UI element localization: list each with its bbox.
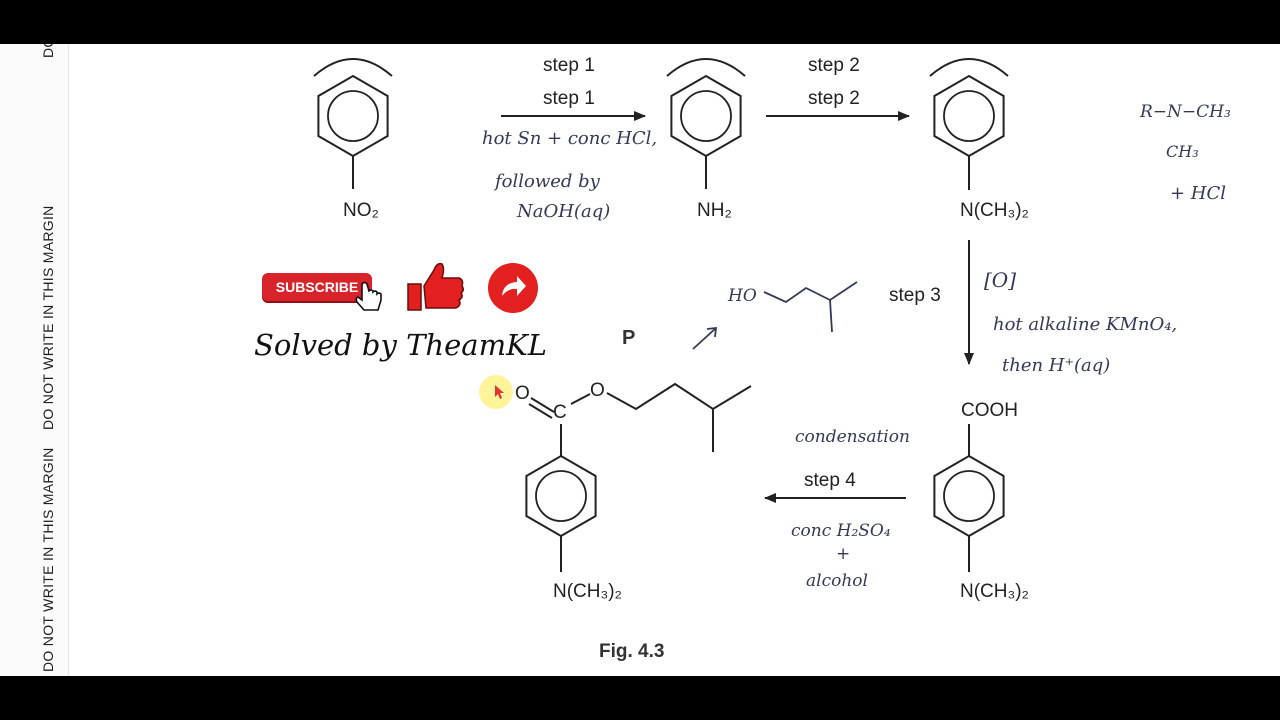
cursor-highlight <box>479 375 513 409</box>
step4-reagent-line1: conc H₂SO₄ <box>791 521 891 541</box>
side-note-bottom: + HCl <box>1170 183 1226 204</box>
reaction-scheme: NO₂ NH₂ N(CH₃)₂ COOH N(CH₃)₂ O <box>313 55 1231 662</box>
step1-label-bottom: step 1 <box>543 88 595 109</box>
step3-label: step 3 <box>889 285 941 306</box>
solved-by-signature: Solved by TheamKL <box>254 328 547 362</box>
acid-group-label: COOH <box>961 400 1018 421</box>
share-arrow-icon <box>502 276 526 296</box>
dimethylamino-label-3: N(CH₃)₂ <box>553 581 622 602</box>
dimethylamino-label-2: N(CH₃)₂ <box>960 581 1029 602</box>
amine-group-label: NH₂ <box>697 200 732 221</box>
alcohol-sketch: HO <box>692 281 858 350</box>
nitrobenzene-structure: NO₂ <box>313 58 393 221</box>
carbonyl-oxygen-label: O <box>515 383 530 404</box>
pointer-icon <box>495 385 504 399</box>
margin-strip: DO DO NOT WRITE IN THIS MARGIN DO NOT WR… <box>0 44 69 676</box>
step1-reagent-line2: followed by <box>493 171 601 192</box>
step3-reagent-line1: hot alkaline KMnO₄, <box>993 314 1177 335</box>
dimethylamino-label-1: N(CH₃)₂ <box>960 200 1029 221</box>
side-note-top: R−N−CH₃ <box>1139 102 1231 122</box>
step1-label-top: step 1 <box>543 55 595 76</box>
worksheet-page: DO DO NOT WRITE IN THIS MARGIN DO NOT WR… <box>0 44 1280 676</box>
product-label: P <box>622 327 635 349</box>
ester-carbon-label: C <box>553 402 567 423</box>
nitro-group-label: NO₂ <box>343 200 379 221</box>
step1-reagent-line3: NaOH(aq) <box>516 201 610 222</box>
ester-product-structure: O C O N(CH₃)₂ P <box>515 327 752 602</box>
step1-reagent-line1: hot Sn + conc HCl, <box>482 128 657 149</box>
side-note-mid: CH₃ <box>1166 142 1199 161</box>
aniline-structure: NH₂ <box>666 58 746 221</box>
figure-caption: Fig. 4.3 <box>599 641 664 662</box>
step3-reagent-line2: then H⁺(aq) <box>1002 355 1110 376</box>
step4-reagent-line2: alcohol <box>806 571 868 591</box>
benzoic-acid-structure: COOH N(CH₃)₂ <box>933 400 1029 602</box>
step3-oxidation-note: [O] <box>984 268 1016 292</box>
hand-cursor-icon <box>355 281 382 311</box>
thumbs-up-icon[interactable] <box>404 260 466 312</box>
subscribe-button[interactable]: SUBSCRIBE <box>262 273 372 301</box>
ether-oxygen-label: O <box>590 380 605 401</box>
step2-label-bottom: step 2 <box>808 88 860 109</box>
condensation-note: condensation <box>795 427 910 447</box>
step4-label: step 4 <box>804 470 856 491</box>
step2-label-top: step 2 <box>808 55 860 76</box>
alcohol-ho-label: HO <box>727 286 757 306</box>
step4-reagent-plus: + <box>836 544 850 564</box>
share-button[interactable] <box>488 263 538 313</box>
dimethylaniline-structure: N(CH₃)₂ <box>929 58 1029 221</box>
